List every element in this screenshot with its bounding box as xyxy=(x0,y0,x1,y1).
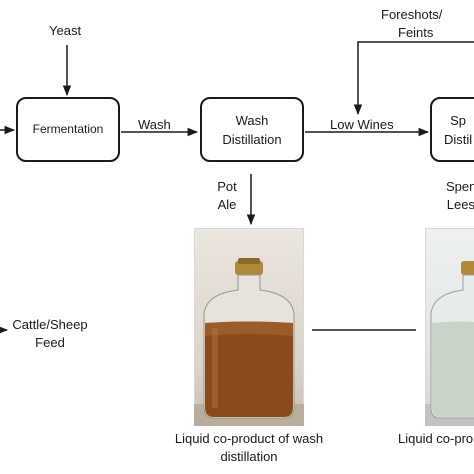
low-wines-label: Low Wines xyxy=(330,117,394,132)
spirit-distillation-label-line1: Sp xyxy=(450,112,467,128)
cattle-sheep-feed-label: Cattle/Sheep Feed xyxy=(6,316,94,352)
spent-lees-label: Spent Lees- xyxy=(438,178,474,214)
pot-ale-label-line1: Pot xyxy=(217,179,237,194)
wash-photo-caption: Liquid co-product of wash distillation xyxy=(149,430,349,466)
wash-distillation-label-line1: Wash xyxy=(235,112,269,128)
spirit-distillation-box: Sp Distil xyxy=(430,97,474,162)
wash-caption-line2: distillation xyxy=(220,449,278,464)
foreshots-label-line2: Feints xyxy=(398,25,434,40)
spirit-distillation-label-line2: Distil xyxy=(444,131,473,147)
wash-caption-line1: Liquid co-product of wash xyxy=(174,431,324,446)
wash-distillation-box: Wash Distillation xyxy=(200,97,304,162)
wash-distillation-label-line2: Distillation xyxy=(222,131,282,147)
feed-label-line1: Cattle/Sheep xyxy=(12,317,88,332)
feed-label-line2: Feed xyxy=(35,335,65,350)
spent-lees-label-line1: Spent xyxy=(446,179,474,194)
yeast-label: Yeast xyxy=(49,23,82,38)
wash-flow-label: Wash xyxy=(138,117,171,132)
wash-bottle-image xyxy=(194,258,304,426)
spirit-photo-caption: Liquid co-pro xyxy=(398,431,474,446)
spent-lees-label-line2: Lees- xyxy=(446,197,474,212)
fermentation-label: Fermentation xyxy=(32,122,104,136)
spirit-bottle-image xyxy=(425,261,474,426)
spirit-coproduct-bottle-photo xyxy=(425,228,474,426)
wash-coproduct-bottle-photo xyxy=(194,228,304,426)
fermentation-box: Fermentation xyxy=(16,97,120,162)
foreshots-return-arrow xyxy=(353,41,474,116)
pot-ale-label: Pot Ale xyxy=(212,178,242,214)
pot-ale-label-line2: Ale xyxy=(217,197,237,212)
foreshots-label-line1: Foreshots/ xyxy=(381,7,443,22)
